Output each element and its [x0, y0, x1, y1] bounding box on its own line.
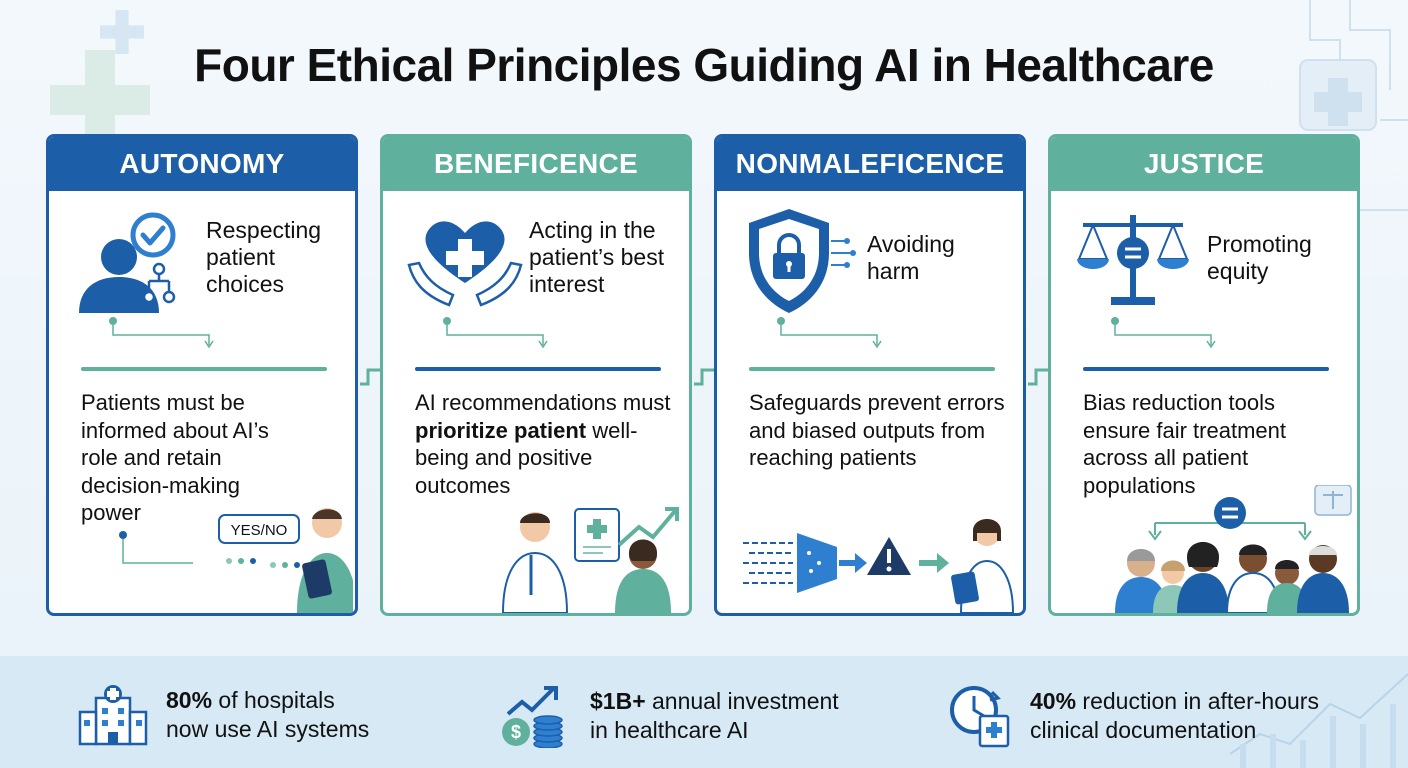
- card-tagline: Acting in the patient’s best interest: [529, 217, 665, 297]
- diverse-patients-icon: [1115, 485, 1352, 613]
- money-growth-icon: $: [502, 686, 563, 748]
- filter-warning-icon: [743, 519, 1015, 613]
- divider: [749, 367, 995, 371]
- card-tagline: Avoiding harm: [867, 231, 955, 284]
- shield-lock-icon: [749, 209, 856, 313]
- flow-connector-icon: [443, 317, 548, 349]
- card-description: Safeguards prevent errors and biased out…: [749, 390, 1005, 470]
- decorative-circuit-icon: [1299, 0, 1408, 250]
- card-tagline: Respecting patient choices: [206, 217, 322, 297]
- stat-hospitals: 80% of hospitals now use AI systems: [78, 684, 369, 746]
- clock-document-icon: [950, 686, 1010, 748]
- hospital-icon: [78, 685, 148, 746]
- decorative-cross-icon: [100, 10, 144, 54]
- scales-icon: [1077, 215, 1189, 305]
- patient-tablet-icon: YES/NO: [119, 508, 353, 613]
- divider: [1083, 367, 1329, 371]
- card-heading: JUSTICE: [1051, 137, 1357, 191]
- card-autonomy: AUTONOMY Respecting patient choices Pati…: [46, 134, 358, 616]
- card-description: Bias reduction tools ensure fair treatme…: [1083, 390, 1286, 498]
- card-description: AI recommendations must prioritize patie…: [415, 390, 671, 498]
- doctor-patient-icon: [501, 507, 679, 613]
- flow-connector-icon: [1111, 317, 1216, 349]
- stats-bar: 80% of hospitals now use AI systems $ $1…: [0, 656, 1408, 768]
- card-heading: BENEFICENCE: [383, 137, 689, 191]
- svg-text:$: $: [511, 722, 521, 742]
- card-heading: AUTONOMY: [49, 137, 355, 191]
- yes-no-bubble-text: YES/NO: [231, 522, 288, 539]
- stat-documentation: 40% reduction in after-hours clinical do…: [948, 684, 1319, 748]
- heart-hands-icon: [407, 221, 523, 307]
- flow-connector-icon: [777, 317, 882, 349]
- page-title: Four Ethical Principles Guiding AI in He…: [194, 39, 1214, 91]
- person-check-icon: [79, 212, 176, 313]
- divider: [415, 367, 661, 371]
- stat-text: $1B+ annual investment in healthcare AI: [590, 688, 839, 743]
- card-nonmaleficence: NONMALEFICENCE Avoiding harm Safeguards …: [714, 134, 1026, 616]
- flow-connector-icon: [109, 317, 214, 349]
- stat-investment: $ $1B+ annual investment in healthcare A…: [500, 684, 839, 748]
- decorative-cross-icon: [50, 50, 150, 150]
- stat-text: 80% of hospitals now use AI systems: [166, 687, 370, 742]
- card-tagline: Promoting equity: [1207, 231, 1312, 284]
- card-beneficence: BENEFICENCE Acting in the patient’s best…: [380, 134, 692, 616]
- card-description: Patients must be informed about AI’s rol…: [81, 390, 269, 525]
- stat-text: 40% reduction in after-hours clinical do…: [1030, 688, 1319, 743]
- divider: [81, 367, 327, 371]
- card-justice: JUSTICE Promoting equity Bias reduction …: [1048, 134, 1360, 616]
- decorative-chart-icon: [1230, 673, 1408, 768]
- card-heading: NONMALEFICENCE: [717, 137, 1023, 191]
